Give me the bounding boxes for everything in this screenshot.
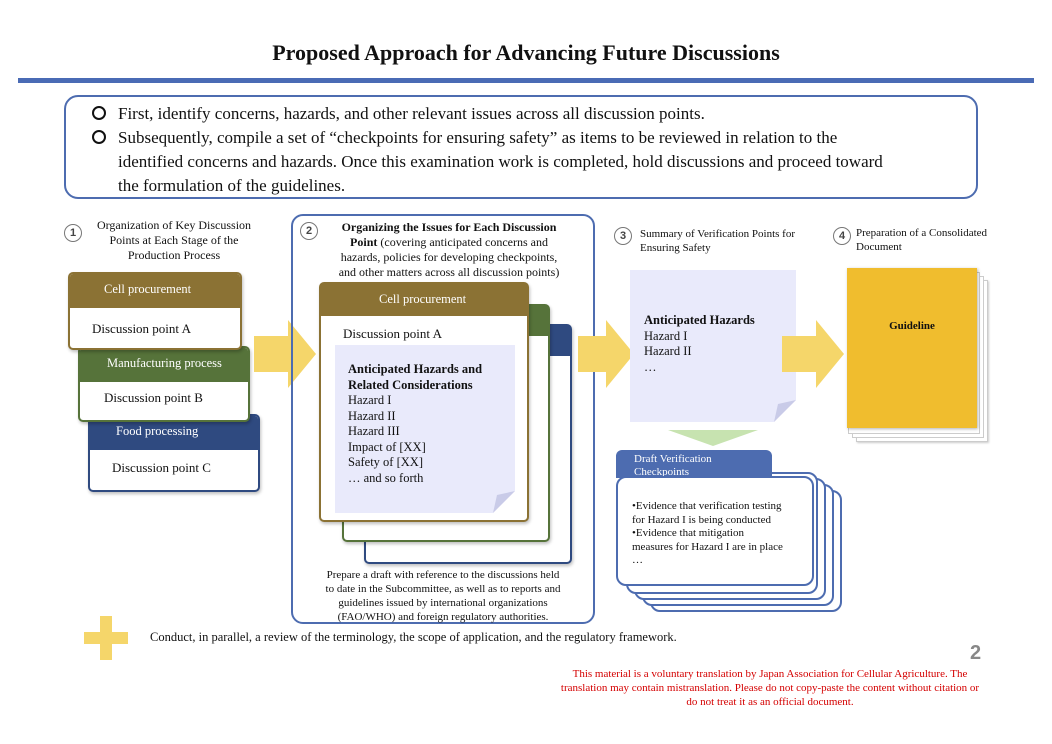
step-3-number-icon: 3 — [614, 227, 632, 245]
translation-disclaimer: This material is a voluntary translation… — [560, 668, 980, 708]
step-4-number-icon: 4 — [833, 227, 851, 245]
parallel-review-note: Conduct, in parallel, a review of the te… — [150, 630, 677, 644]
arrow-1-icon — [254, 320, 316, 388]
page-title: Proposed Approach for Advancing Future D… — [272, 40, 780, 65]
plus-icon — [84, 616, 128, 660]
circle-bullet-icon — [92, 130, 106, 144]
hazard-item: Hazard I — [644, 328, 688, 343]
intro-bullet-2-line-2: identified concerns and hazards. Once th… — [118, 152, 883, 171]
hazard-item: Impact of [XX] — [348, 439, 426, 454]
verification-document-icon — [630, 270, 796, 422]
verification-document: Anticipated Hazards Hazard I Hazard II … — [644, 313, 755, 374]
step-2-note: Prepare a draft with reference to the di… — [325, 569, 561, 623]
step-2-panel — [291, 214, 595, 624]
page-number: 2 — [970, 642, 982, 664]
draft-checkpoints-header: Draft Verification Checkpoints — [616, 450, 772, 478]
hazard-item: Hazard II — [644, 344, 692, 358]
hazard-item: … and so forth — [348, 470, 424, 485]
arrow-2-icon — [578, 320, 634, 388]
title-divider — [18, 78, 1034, 83]
hazards-document-icon — [335, 345, 515, 513]
hazard-item: Hazard II — [348, 408, 396, 423]
intro-bullet-2-line-3: the formulation of the guidelines. — [118, 176, 346, 195]
hazard-item: Hazard III — [348, 424, 400, 438]
step-3-label: Summary of Verification Points for Ensur… — [640, 228, 795, 254]
intro-box: First, identify concerns, hazards, and o… — [64, 95, 978, 199]
step-2-number-icon: 2 — [300, 222, 318, 240]
circle-bullet-icon — [92, 106, 106, 120]
arrow-3-icon — [782, 320, 844, 388]
guideline-document: Guideline — [847, 268, 977, 428]
hazard-item: … — [644, 359, 657, 374]
food-processing-card: Food processing Discussion point C — [88, 414, 260, 492]
hazard-item: Safety of [XX] — [348, 455, 423, 469]
cell-procurement-card: Cell procurement Discussion point A — [68, 272, 242, 350]
step-2-label: Organizing the Issues for Each Discussio… — [338, 220, 560, 279]
manufacturing-process-card: Manufacturing process Discussion point B — [78, 346, 250, 422]
hazards-document: Anticipated Hazards and Related Consider… — [348, 362, 483, 485]
draft-checkpoints-card: •Evidence that verification testing for … — [616, 476, 814, 586]
step-1-label: Organization of Key Discussion Points at… — [96, 218, 252, 262]
step-4-label: Preparation of a Consolidated Document — [856, 227, 988, 253]
hazard-item: Hazard I — [348, 393, 392, 407]
down-arrow-icon — [668, 430, 758, 446]
step-1-number-icon: 1 — [64, 224, 82, 242]
